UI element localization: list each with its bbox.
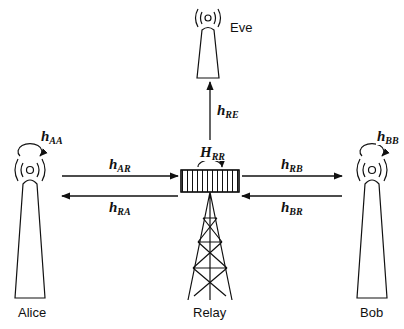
channel-label: hRA: [108, 199, 132, 216]
channel-arrow: [242, 175, 342, 176]
relay-tower: [181, 160, 239, 300]
node-name: Bob: [360, 305, 383, 320]
eve-node: Eve: [186, 2, 262, 82]
node-name: Alice: [18, 305, 46, 320]
channel-label: hRE: [216, 102, 240, 119]
alice-node: Alice: [2, 140, 62, 322]
node-name: Eve: [230, 20, 252, 35]
bob-antenna: [357, 144, 387, 298]
channel-arrow: [62, 195, 178, 196]
node-name: Relay: [193, 305, 226, 320]
eve-antenna: [196, 9, 221, 78]
self-channel-label: HRR: [199, 144, 226, 161]
channel-arrow: [242, 195, 342, 196]
channel-arrow: [62, 175, 178, 176]
channel-arrow: [209, 82, 210, 140]
channel-label: hBR: [280, 199, 304, 216]
channel-label: hAR: [108, 156, 132, 173]
relay-node: Relay: [178, 140, 242, 322]
self-channel-label: hBB: [376, 128, 400, 145]
channel-label: hRB: [280, 156, 304, 173]
bob-node: Bob: [342, 140, 402, 322]
self-channel-label: hAA: [40, 128, 64, 145]
alice-antenna: [15, 144, 45, 298]
